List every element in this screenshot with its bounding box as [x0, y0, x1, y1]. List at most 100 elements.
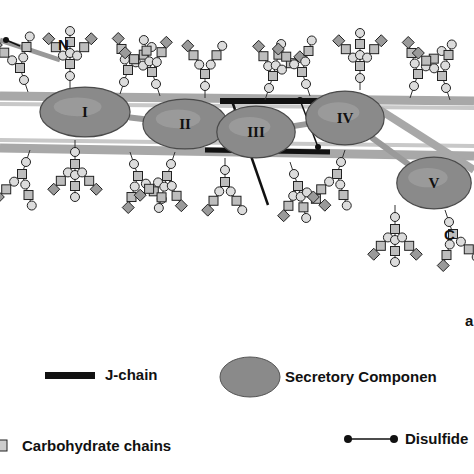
sugar-diamond [278, 210, 290, 222]
sugar-circle [201, 82, 210, 91]
sugar-square [18, 170, 27, 179]
sugar-square [317, 185, 326, 194]
sugar-square [304, 46, 313, 55]
sugar-square [0, 48, 9, 57]
sugar-circle [391, 213, 400, 222]
sugar-diamond [182, 40, 194, 52]
sugar-square [157, 48, 166, 57]
sugar-square [299, 203, 308, 212]
sugar-circle [195, 60, 204, 69]
sugar-square [56, 176, 65, 185]
sugar-square [80, 43, 89, 52]
sugar-square [209, 196, 218, 205]
sugar-square [163, 172, 172, 181]
sugar-square [221, 178, 230, 187]
sugar-square [391, 225, 400, 234]
sugar-diamond [134, 189, 146, 201]
sugar-circle [398, 233, 407, 242]
sugar-square [391, 247, 400, 256]
sugar-square [284, 201, 293, 210]
sugar-square [438, 72, 447, 81]
sugar-square [189, 51, 198, 60]
legend-text: Secretory Componen [285, 368, 437, 385]
sugar-circle [66, 27, 75, 36]
polypeptide-link [295, 124, 306, 126]
sugar-circle [442, 84, 451, 93]
carbohydrate-sample [0, 440, 7, 451]
sugar-circle [206, 60, 215, 69]
domain-ellipse: I [39, 86, 131, 138]
sugar-diamond [122, 202, 134, 214]
sugar-diamond [402, 36, 414, 48]
secretory-component-sample [220, 357, 280, 397]
sugar-diamond [368, 248, 380, 260]
domain-fill [217, 106, 295, 158]
sugar-circle [73, 51, 82, 60]
sugar-circle [356, 29, 365, 38]
sugar-diamond [160, 36, 172, 48]
sugar-circle [221, 166, 230, 175]
sugar-circle [363, 53, 372, 62]
sugar-square [232, 196, 241, 205]
sugar-circle [22, 158, 31, 167]
sugar-square [148, 68, 157, 77]
sugar-square [212, 51, 221, 60]
terminus-label: a [465, 312, 473, 329]
sugar-square [85, 176, 94, 185]
sugar-diamond [375, 35, 387, 47]
sugar-diamond [43, 33, 55, 45]
disulfide-sample-dot [344, 435, 352, 443]
sugar-circle [337, 158, 346, 167]
sugar-circle [27, 201, 36, 210]
polypeptide-link [373, 138, 408, 163]
sugar-square [172, 191, 181, 200]
sugar-square [259, 52, 268, 61]
sugar-diamond [0, 39, 2, 51]
sugar-square [294, 182, 303, 191]
sugar-circle [20, 76, 29, 85]
sugar-diamond [307, 191, 319, 203]
sugar-square [157, 193, 166, 202]
domain-shade [156, 109, 201, 128]
sugar-circle [238, 206, 247, 215]
domain-fill [40, 87, 130, 137]
heavy-chain-bands [0, 40, 474, 170]
sugar-circle [391, 258, 400, 267]
sugar-diamond [272, 43, 284, 55]
sugar-circle [302, 213, 311, 222]
sugar-square [2, 185, 11, 194]
terminus-label: N [58, 36, 69, 53]
sugar-diamond [319, 199, 331, 211]
carbohydrate-chains [0, 27, 474, 272]
sugar-square [66, 60, 75, 69]
sugar-square [464, 245, 473, 254]
sugar-diamond [112, 32, 124, 44]
sugar-circle [302, 80, 311, 89]
sugar-square [134, 172, 143, 181]
sugar-square [442, 251, 451, 260]
sugar-diamond [175, 200, 187, 212]
domain-numeral: IV [337, 110, 354, 127]
disulfide-dot [3, 37, 9, 43]
sugar-diamond [410, 248, 422, 260]
domain-ellipse: IV [305, 90, 385, 146]
sugar-circle [71, 148, 80, 157]
disulfide-sample [348, 438, 394, 440]
terminus-label: C [444, 226, 455, 243]
sugar-square [127, 193, 136, 202]
sugar-circle [472, 252, 474, 261]
sugar-circle [139, 36, 148, 45]
sugar-circle [120, 78, 129, 87]
sugar-diamond [333, 35, 345, 47]
sugar-square [145, 184, 154, 193]
sugar-circle [226, 187, 235, 196]
sugar-circle [277, 65, 286, 74]
sugar-circle [441, 61, 450, 70]
sugar-circle [66, 72, 75, 81]
domain-shade [408, 168, 448, 187]
sugar-circle [78, 168, 87, 177]
sugar-circle [410, 82, 419, 91]
sugar-square [333, 170, 342, 179]
sugar-circle [130, 160, 139, 169]
